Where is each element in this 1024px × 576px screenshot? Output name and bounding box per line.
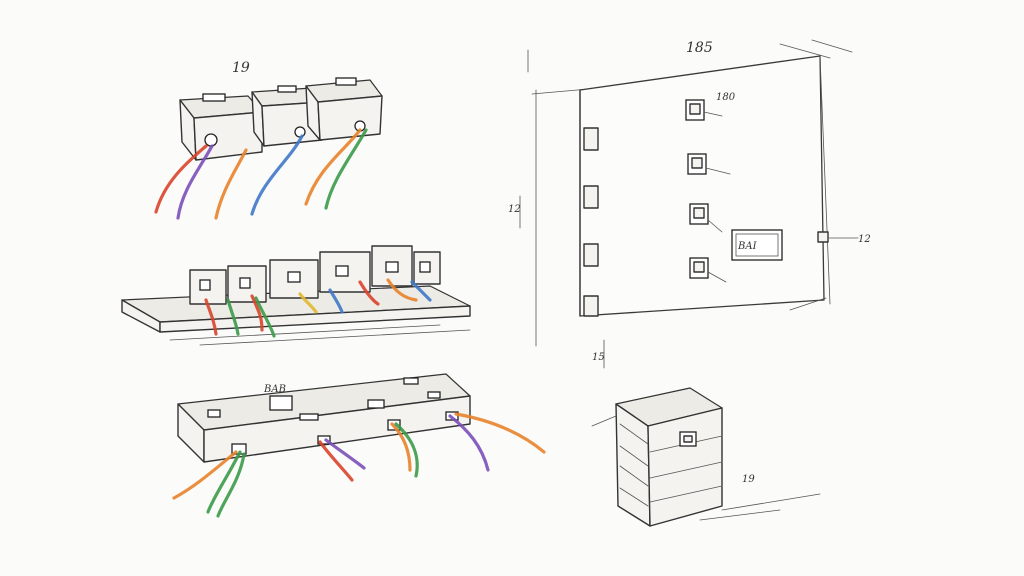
panel-brackets bbox=[583, 127, 599, 317]
label-top-right: 185 bbox=[686, 40, 713, 56]
label-hub-top: BAB bbox=[263, 384, 286, 395]
wall-panel-group: 185 180 bbox=[508, 39, 871, 369]
hub-cable-green-2 bbox=[216, 452, 246, 518]
hub-group: BAB bbox=[172, 373, 546, 518]
strip-plugs bbox=[189, 245, 441, 305]
cable-green bbox=[324, 128, 368, 210]
strip-cable-blue-2 bbox=[410, 280, 432, 302]
hub-center-port bbox=[269, 395, 293, 411]
stacked-box-group: 19 bbox=[591, 387, 821, 527]
cable-orange-2 bbox=[304, 128, 362, 206]
strip-cable-orange bbox=[386, 278, 418, 302]
label-wall-bottom: 15 bbox=[592, 352, 605, 363]
hub-cable-green-3 bbox=[394, 422, 419, 478]
wall-jacks: 180 bbox=[685, 92, 736, 283]
label-panel-note: BAI bbox=[737, 241, 758, 252]
strip-cable-blue bbox=[328, 288, 344, 314]
label-jack-note: 180 bbox=[716, 92, 736, 103]
hub-cable-orange-3 bbox=[454, 412, 546, 454]
cable-blue bbox=[250, 134, 304, 216]
power-module-1 bbox=[179, 93, 263, 161]
hub-cable-orange bbox=[172, 450, 238, 500]
cable-purple bbox=[176, 144, 214, 220]
strip-cable-green bbox=[226, 298, 240, 336]
power-modules-group: 19 bbox=[154, 60, 383, 220]
label-box-note: 19 bbox=[742, 474, 755, 485]
power-strip-group bbox=[121, 245, 471, 346]
strip-cable-red-2 bbox=[250, 294, 264, 332]
strip-cable-green-2 bbox=[254, 296, 276, 338]
strip-cable-yellow bbox=[298, 292, 318, 314]
label-wall-right: 12 bbox=[858, 234, 871, 245]
cable-orange bbox=[214, 148, 248, 220]
strip-cable-red-3 bbox=[358, 280, 380, 306]
panel-plate bbox=[731, 229, 783, 261]
strip-cable-red bbox=[204, 298, 218, 336]
hub-cable-green bbox=[206, 450, 242, 514]
label-top-left: 19 bbox=[232, 60, 250, 76]
hub-cable-purple bbox=[324, 438, 366, 470]
cable-red bbox=[154, 144, 208, 214]
hub-cable-orange-2 bbox=[390, 422, 412, 472]
hub-cable-purple-2 bbox=[448, 414, 490, 472]
label-wall-left: 12 bbox=[508, 204, 521, 215]
hub-cable-red bbox=[318, 440, 354, 482]
power-module-3 bbox=[305, 77, 383, 141]
